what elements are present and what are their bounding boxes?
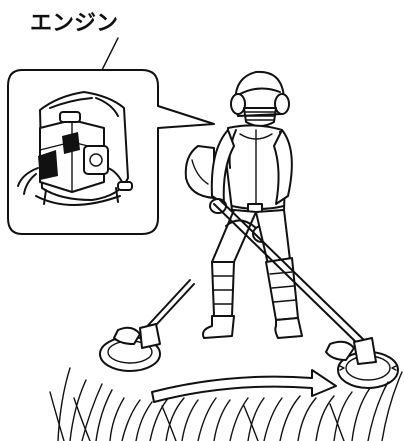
cutter-head-right — [326, 338, 398, 388]
engine-label: エンジン — [30, 11, 118, 36]
left-leg — [212, 210, 256, 262]
right-leg — [256, 210, 290, 264]
ear-muff — [231, 94, 245, 114]
engine-callout-box — [8, 70, 214, 234]
cutter-head-left — [100, 324, 160, 371]
swing-arrow — [152, 370, 336, 402]
worker-figure — [186, 72, 302, 338]
